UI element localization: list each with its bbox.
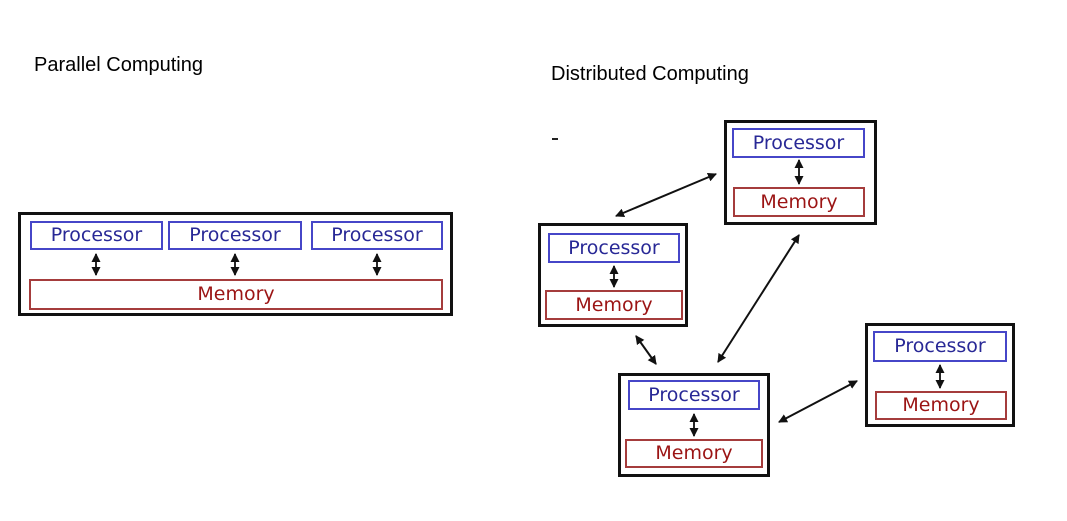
arrow-node-link bbox=[635, 335, 657, 365]
distributed-node: Processor Memory bbox=[538, 223, 688, 327]
processor-label: Processor bbox=[50, 224, 143, 246]
stray-mark bbox=[552, 138, 558, 140]
memory-box: Memory bbox=[875, 391, 1007, 420]
memory-label: Memory bbox=[655, 442, 733, 464]
processor-label: Processor bbox=[189, 224, 281, 246]
memory-box: Memory bbox=[625, 439, 763, 468]
processor-label: Processor bbox=[752, 131, 845, 154]
memory-label: Memory bbox=[575, 293, 653, 316]
distributed-computing-title: Distributed Computing bbox=[551, 63, 749, 85]
processor-box: Processor bbox=[732, 128, 865, 158]
processor-box: Processor bbox=[873, 331, 1007, 362]
memory-label: Memory bbox=[760, 190, 838, 213]
processor-label: Processor bbox=[568, 236, 660, 259]
processor-box: Processor bbox=[30, 221, 163, 250]
distributed-node: Processor Memory bbox=[724, 120, 877, 225]
shared-memory-box: Memory bbox=[29, 279, 443, 310]
processor-box: Processor bbox=[548, 233, 680, 263]
distributed-node: Processor Memory bbox=[618, 373, 770, 477]
processor-label: Processor bbox=[648, 383, 740, 406]
processor-label: Processor bbox=[331, 224, 423, 246]
arrow-node-link bbox=[717, 234, 800, 363]
processor-box: Processor bbox=[628, 380, 760, 410]
parallel-machine-box: Processor Processor Processor Memory bbox=[18, 212, 453, 316]
processor-box: Processor bbox=[168, 221, 302, 250]
memory-label: Memory bbox=[902, 394, 980, 416]
distributed-node: Processor Memory bbox=[865, 323, 1015, 427]
processor-label: Processor bbox=[894, 335, 986, 357]
memory-box: Memory bbox=[733, 187, 865, 217]
arrow-node-link bbox=[615, 172, 717, 218]
memory-box: Memory bbox=[545, 290, 683, 320]
memory-label: Memory bbox=[197, 283, 275, 305]
arrow-node-link bbox=[778, 380, 858, 423]
processor-box: Processor bbox=[311, 221, 443, 250]
parallel-computing-title: Parallel Computing bbox=[34, 54, 203, 76]
